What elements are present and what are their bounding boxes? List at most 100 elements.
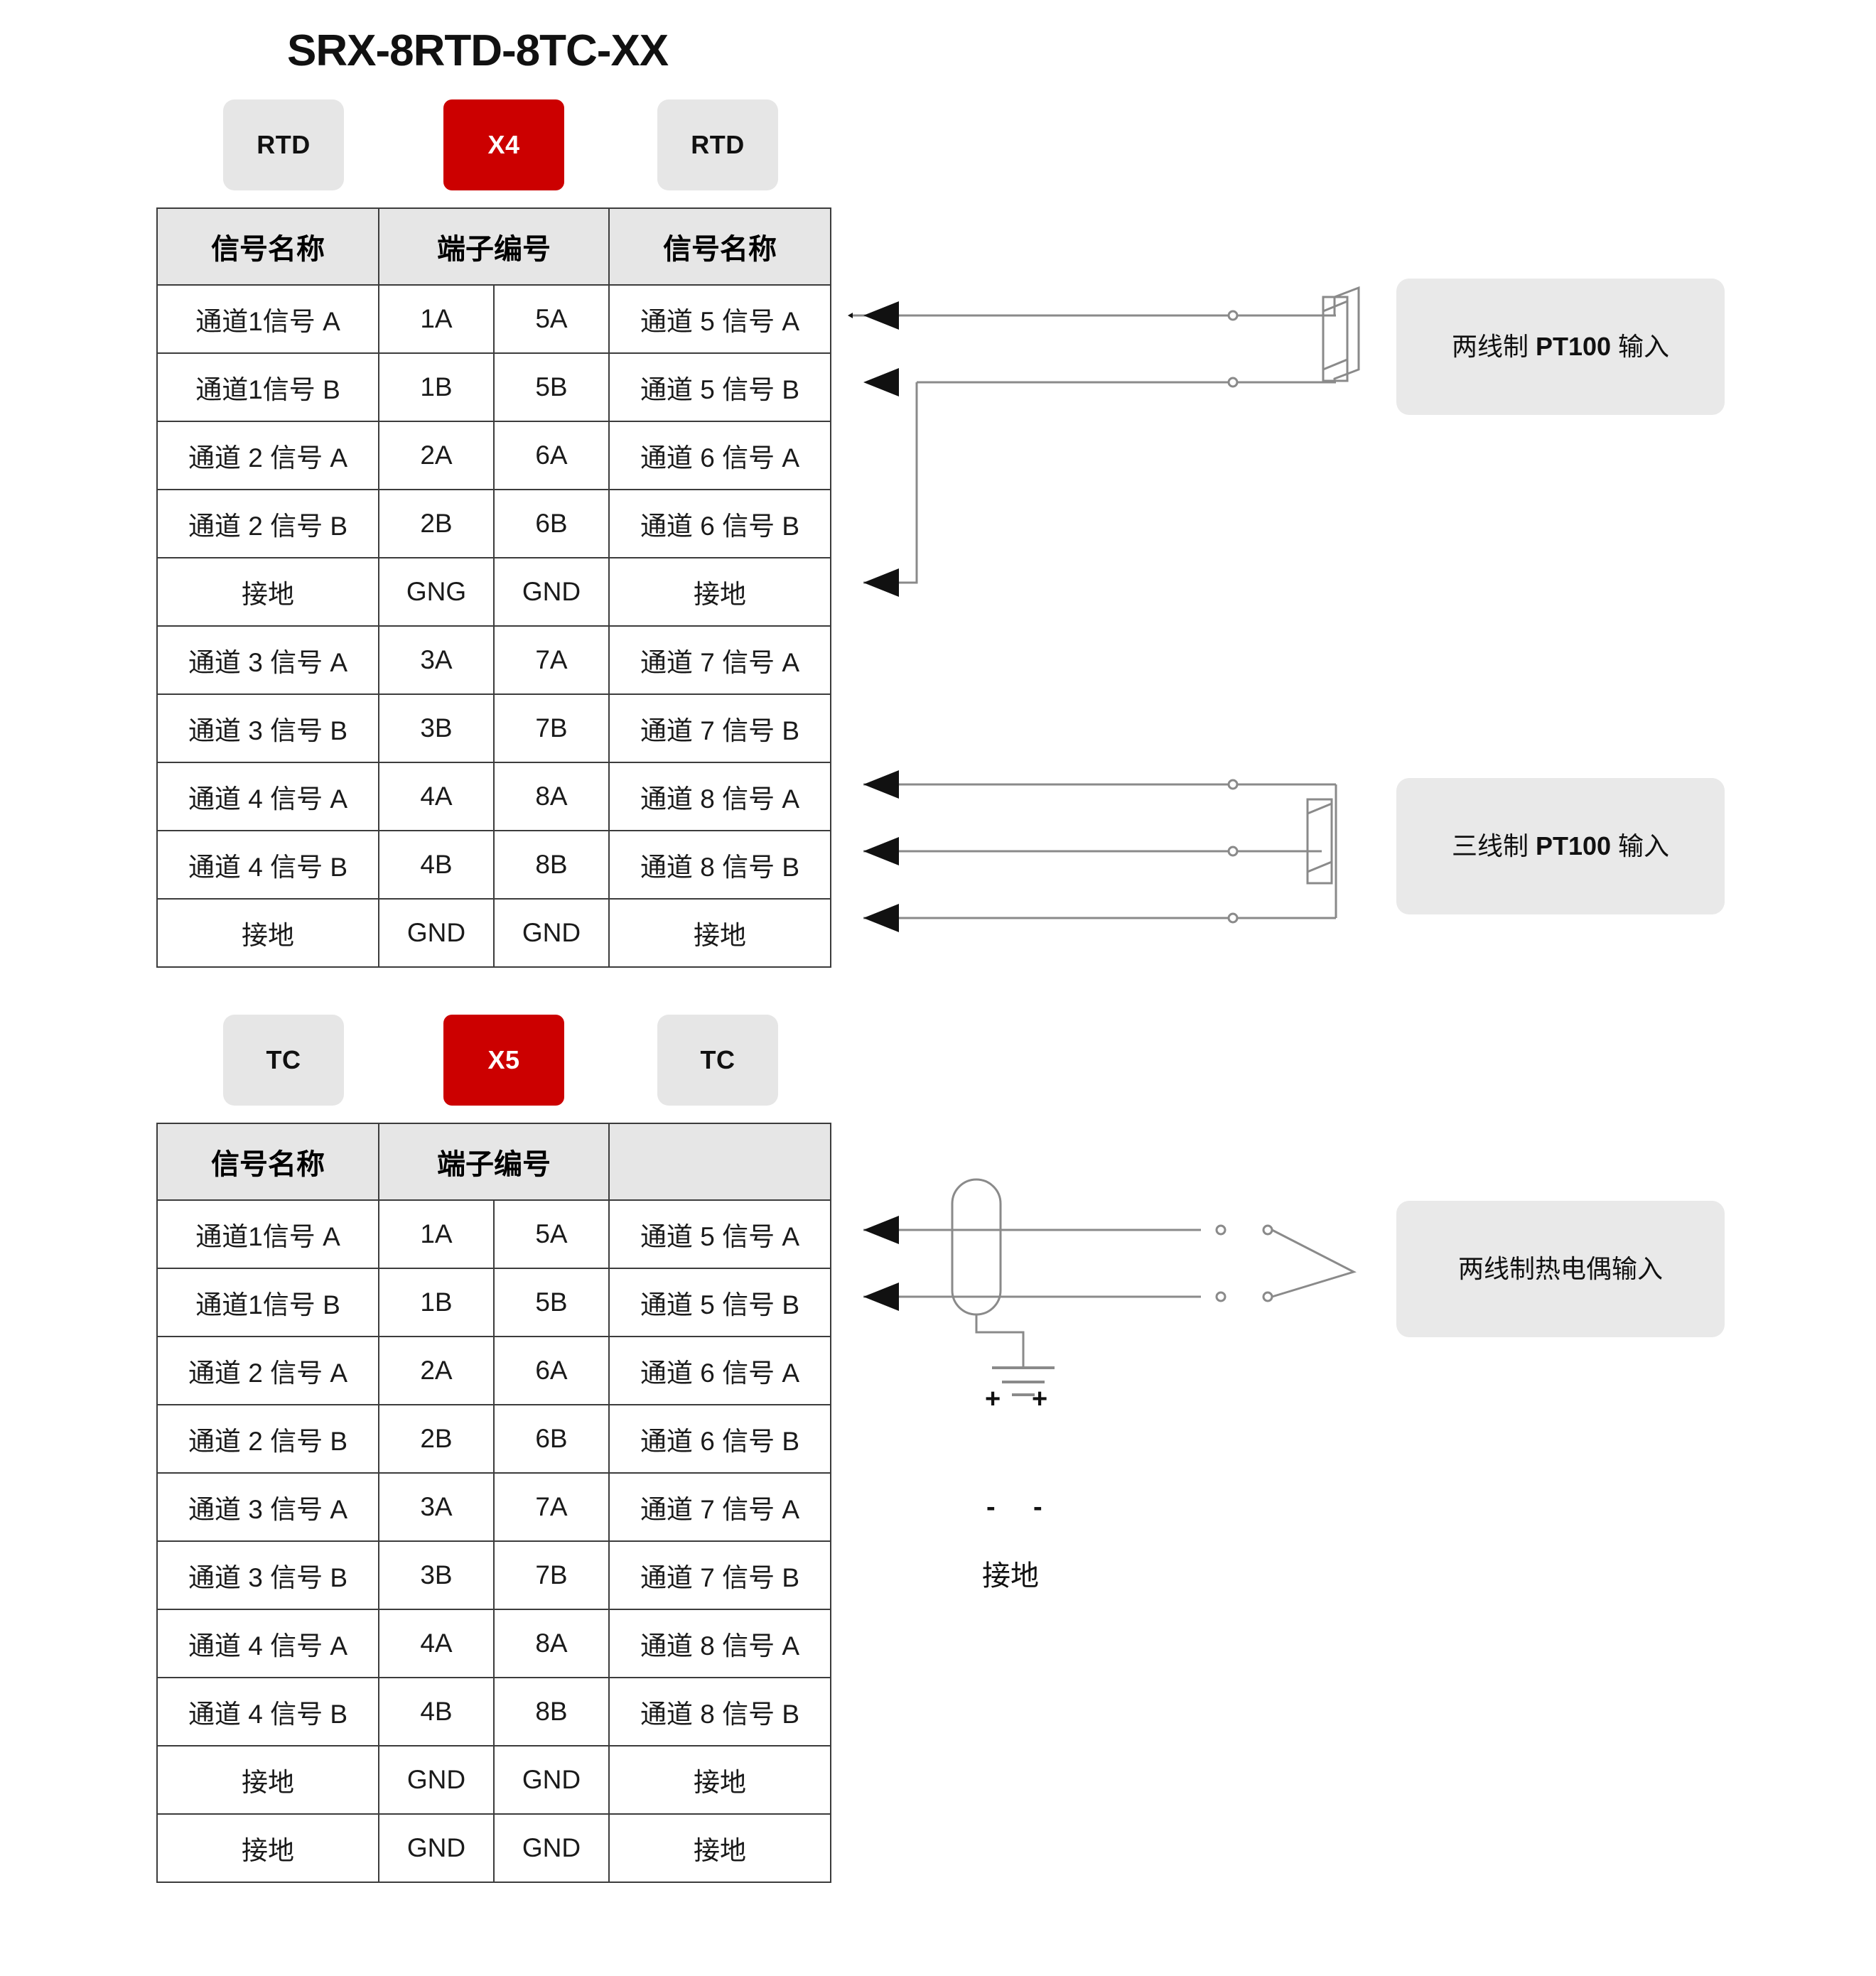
cell-terminal-left: 1B <box>378 352 495 422</box>
cell-terminal-right: 5A <box>493 1199 610 1269</box>
header-terminal-number: 端子编号 <box>378 207 610 286</box>
cell-terminal-left: 1B <box>378 1268 495 1337</box>
table-header-row: 信号名称 端子编号 <box>156 1123 831 1201</box>
badge-rtd-right: RTD <box>657 99 778 190</box>
cell-terminal-right: 7A <box>493 1472 610 1542</box>
cell-terminal-left: 4A <box>378 762 495 831</box>
cell-signal-name-left: 通道 3 信号 A <box>156 625 379 695</box>
cell-signal-name-right: 通道 5 信号 A <box>608 1199 831 1269</box>
annotation-three-wire-pt100: 三线制 PT100 输入 <box>1396 778 1725 914</box>
cell-signal-name-right: 通道 6 信号 B <box>608 489 831 558</box>
cell-signal-name-right: 通道 7 信号 B <box>608 1540 831 1610</box>
cell-terminal-left: 4A <box>378 1609 495 1678</box>
table-header-row: 信号名称 端子编号 信号名称 <box>156 207 831 286</box>
cell-terminal-left: 1A <box>378 1199 495 1269</box>
annotation-prefix: 三线制 <box>1451 831 1536 860</box>
header-blank <box>608 1123 831 1201</box>
cell-signal-name-left: 通道 4 信号 B <box>156 830 379 900</box>
page-title: SRX-8RTD-8TC-XX <box>287 26 669 75</box>
cell-signal-name-left: 接地 <box>156 1813 379 1883</box>
plus-sign-right: + <box>1032 1384 1048 1414</box>
badge-x5: X5 <box>443 1015 564 1106</box>
cell-signal-name-right: 通道 7 信号 A <box>608 625 831 695</box>
cell-signal-name-left: 通道1信号 B <box>156 352 379 422</box>
cell-signal-name-right: 通道 6 信号 B <box>608 1404 831 1474</box>
cell-signal-name-right: 通道 8 信号 A <box>608 762 831 831</box>
annotation-two-wire-thermocouple: 两线制热电偶输入 <box>1396 1201 1725 1337</box>
annotation-text: 两线制 PT100 输入 <box>1452 330 1669 364</box>
annotation-suffix: 输入 <box>1611 331 1670 361</box>
cell-terminal-right: 6A <box>493 1336 610 1405</box>
minus-sign-right: - <box>1033 1492 1042 1522</box>
header-signal-name-right: 信号名称 <box>608 207 831 286</box>
cell-terminal-left: 3B <box>378 693 495 763</box>
cell-signal-name-left: 通道 3 信号 B <box>156 1540 379 1610</box>
cell-terminal-left: 2A <box>378 1336 495 1405</box>
cell-terminal-left: GND <box>378 1813 495 1883</box>
cell-terminal-right: 7B <box>493 1540 610 1610</box>
cell-terminal-left: GNG <box>378 557 495 627</box>
arrow-head <box>863 301 899 330</box>
cell-signal-name-left: 接地 <box>156 557 379 627</box>
cell-terminal-right: 8A <box>493 1609 610 1678</box>
cell-signal-name-right: 通道 5 信号 A <box>608 284 831 354</box>
cell-terminal-right: GND <box>493 1745 610 1815</box>
badge-label: RTD <box>691 130 745 159</box>
cell-signal-name-left: 接地 <box>156 1745 379 1815</box>
cell-signal-name-right: 接地 <box>608 1813 831 1883</box>
cell-terminal-right: 6B <box>493 1404 610 1474</box>
cell-terminal-left: GND <box>378 1745 495 1815</box>
cell-terminal-right: 7A <box>493 625 610 695</box>
cell-terminal-left: 3A <box>378 625 495 695</box>
cell-signal-name-right: 接地 <box>608 898 831 968</box>
annotation-two-wire-pt100: 两线制 PT100 输入 <box>1396 279 1725 415</box>
cell-signal-name-left: 通道1信号 B <box>156 1268 379 1337</box>
cell-signal-name-right: 通道 5 信号 B <box>608 352 831 422</box>
badge-label: TC <box>700 1045 735 1074</box>
cell-signal-name-left: 通道 2 信号 B <box>156 1404 379 1474</box>
cell-terminal-right: 8A <box>493 762 610 831</box>
cell-signal-name-left: 通道 3 信号 A <box>156 1472 379 1542</box>
cell-signal-name-right: 通道 6 信号 A <box>608 1336 831 1405</box>
cell-signal-name-right: 通道 8 信号 B <box>608 1677 831 1746</box>
annotation-text: 三线制 PT100 输入 <box>1452 830 1669 863</box>
cell-terminal-right: 7B <box>493 693 610 763</box>
plus-sign-left: + <box>985 1384 1001 1414</box>
cell-signal-name-right: 接地 <box>608 1745 831 1815</box>
cell-terminal-left: 3B <box>378 1540 495 1610</box>
badge-rtd-left: RTD <box>223 99 344 190</box>
header-signal-name-left: 信号名称 <box>156 207 379 286</box>
cell-terminal-right: GND <box>493 898 610 968</box>
cell-terminal-left: 3A <box>378 1472 495 1542</box>
badge-label: TC <box>266 1045 301 1074</box>
cell-terminal-right: 8B <box>493 1677 610 1746</box>
badge-label: X5 <box>487 1045 520 1074</box>
cell-signal-name-left: 通道 4 信号 A <box>156 762 379 831</box>
badge-label: X4 <box>487 130 520 159</box>
ground-label: 接地 <box>982 1560 1039 1592</box>
cell-signal-name-left: 通道1信号 A <box>156 1199 379 1269</box>
cell-terminal-left: 1A <box>378 284 495 354</box>
cell-signal-name-left: 通道 4 信号 B <box>156 1677 379 1746</box>
cell-terminal-right: 5B <box>493 352 610 422</box>
cell-signal-name-left: 通道 3 信号 B <box>156 693 379 763</box>
badge-x4: X4 <box>443 99 564 190</box>
cell-terminal-left: GND <box>378 898 495 968</box>
